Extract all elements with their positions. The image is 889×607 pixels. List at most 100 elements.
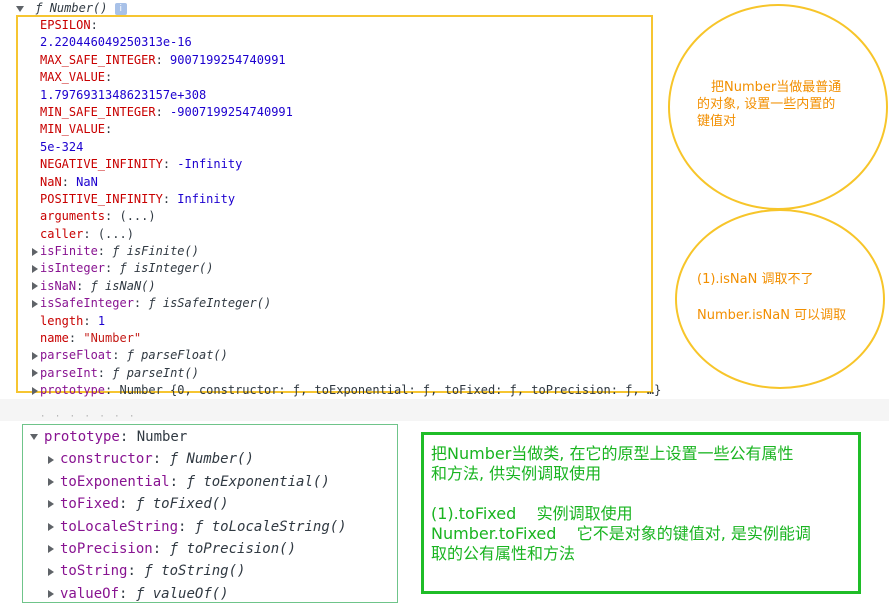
- green-note-line: [431, 484, 856, 504]
- prototype-item[interactable]: constructor: ƒ Number(): [30, 448, 347, 470]
- property-value: 2.220446049250313e-16: [40, 35, 192, 50]
- function-symbol: ƒ: [119, 261, 127, 276]
- property-value: isNaN(): [105, 278, 156, 293]
- prototype-item[interactable]: toFixed: ƒ toFixed(): [30, 493, 347, 515]
- property-row[interactable]: isSafeInteger: ƒ isSafeInteger(): [24, 295, 661, 312]
- property-value: Number {0, constructor: ƒ, toExponential…: [119, 383, 662, 398]
- property-row: arguments: (...): [24, 208, 661, 225]
- property-value: 1.7976931348623157e+308: [40, 87, 207, 102]
- annotation-line: 把Number当做最普通: [711, 80, 842, 95]
- green-note-text: 把Number当做类, 在它的原型上设置一些公有属性和方法, 供实例调取使用(1…: [431, 444, 856, 564]
- property-row: 2.220446049250313e-16: [24, 34, 661, 51]
- collapse-arrow-icon[interactable]: [16, 5, 24, 12]
- property-row: name: "Number": [24, 330, 661, 347]
- prototype-item-value: valueOf(): [152, 585, 229, 602]
- annotation-line: 的对象, 设置一些内置的: [697, 97, 836, 112]
- property-row: MIN_VALUE:: [24, 121, 661, 138]
- property-value: NaN: [76, 174, 98, 189]
- prototype-list: prototype: Number constructor: ƒ Number(…: [30, 426, 347, 605]
- function-symbol: ƒ: [186, 473, 195, 490]
- expand-arrow-icon[interactable]: [48, 477, 54, 486]
- property-key: caller: [40, 226, 84, 241]
- expand-arrow-icon[interactable]: [32, 386, 38, 395]
- property-value: parseInt(): [126, 365, 199, 380]
- function-symbol: ƒ: [90, 278, 98, 293]
- property-key: isSafeInteger: [40, 296, 134, 311]
- prototype-item-key: toLocaleString: [60, 518, 179, 535]
- property-value: Infinity: [177, 191, 236, 206]
- highlight-box-static-props: [16, 15, 653, 393]
- prototype-item[interactable]: toExponential: ƒ toExponential(): [30, 471, 347, 493]
- property-key: prototype: [40, 383, 106, 398]
- expand-arrow-icon[interactable]: [32, 247, 38, 256]
- prototype-header-row[interactable]: prototype: Number: [30, 426, 347, 448]
- faint-console-dots: · · · · · · ·: [40, 412, 137, 422]
- prototype-item[interactable]: toLocaleString: ƒ toLocaleString(): [30, 516, 347, 538]
- property-value: parseFloat(): [141, 348, 228, 363]
- property-row: NEGATIVE_INFINITY: -Infinity: [24, 156, 661, 173]
- expand-arrow-icon[interactable]: [48, 567, 54, 576]
- property-key: isFinite: [40, 244, 98, 259]
- property-row[interactable]: parseFloat: ƒ parseFloat(): [24, 347, 661, 364]
- console-object-header[interactable]: ƒ Number() i: [16, 0, 127, 16]
- prototype-item[interactable]: valueOf: ƒ valueOf(): [30, 583, 347, 605]
- expand-arrow-icon[interactable]: [32, 264, 38, 273]
- property-key: NEGATIVE_INFINITY: [40, 157, 163, 172]
- property-value: isInteger(): [133, 261, 214, 276]
- expand-arrow-icon[interactable]: [32, 282, 38, 291]
- annotation-line: 键值对: [697, 114, 737, 129]
- green-note-box: [421, 432, 861, 594]
- property-key: isInteger: [40, 261, 106, 276]
- function-symbol: ƒ: [112, 244, 120, 259]
- prototype-item[interactable]: toString: ƒ toString(): [30, 560, 347, 582]
- expand-arrow-icon[interactable]: [48, 589, 54, 598]
- function-symbol: ƒ: [148, 296, 156, 311]
- property-key: MIN_VALUE: [40, 122, 106, 137]
- function-symbol: ƒ: [135, 585, 145, 602]
- expand-arrow-icon[interactable]: [32, 299, 38, 308]
- prototype-item-key: toString: [60, 563, 128, 580]
- prototype-item-value: toExponential(): [203, 473, 330, 490]
- property-row: EPSILON:: [24, 17, 661, 34]
- function-symbol: ƒ: [194, 518, 204, 535]
- info-icon[interactable]: i: [114, 2, 127, 15]
- property-row[interactable]: isNaN: ƒ isNaN(): [24, 278, 661, 295]
- property-key: MIN_SAFE_INTEGER: [40, 104, 156, 119]
- property-row[interactable]: prototype: Number {0, constructor: ƒ, to…: [24, 382, 661, 399]
- property-key: length: [40, 313, 84, 328]
- green-note-line: 取的公有属性和方法: [431, 544, 576, 563]
- expand-arrow-icon[interactable]: [48, 455, 54, 464]
- green-note-line: 把Number当做类, 在它的原型上设置一些公有属性: [431, 444, 794, 463]
- property-value: (...): [119, 209, 156, 224]
- function-symbol: ƒ: [169, 540, 179, 557]
- faint-console-row: [0, 399, 889, 421]
- property-row[interactable]: isFinite: ƒ isFinite(): [24, 243, 661, 260]
- prototype-item-value: toFixed(): [152, 496, 229, 513]
- property-row: 1.7976931348623157e+308: [24, 87, 661, 104]
- property-row[interactable]: parseInt: ƒ parseInt(): [24, 365, 661, 382]
- object-title: Number(): [49, 1, 108, 15]
- prototype-item-value: toPrecision(): [186, 540, 297, 557]
- expand-arrow-icon[interactable]: [48, 545, 54, 554]
- collapse-arrow-icon[interactable]: [30, 434, 38, 441]
- expand-arrow-icon[interactable]: [48, 522, 54, 531]
- prototype-item-key: toExponential: [60, 473, 170, 490]
- expand-arrow-icon[interactable]: [48, 500, 54, 509]
- property-value: (...): [97, 226, 134, 241]
- property-value: 1: [97, 313, 106, 328]
- property-row: MAX_SAFE_INTEGER: 9007199254740991: [24, 52, 661, 69]
- property-row[interactable]: isInteger: ƒ isInteger(): [24, 260, 661, 277]
- prototype-item-value: toLocaleString(): [211, 518, 347, 535]
- property-value: 5e-324: [40, 139, 84, 154]
- property-value: "Number": [83, 331, 142, 346]
- prototype-item[interactable]: toPrecision: ƒ toPrecision(): [30, 538, 347, 560]
- property-row: caller: (...): [24, 226, 661, 243]
- expand-arrow-icon[interactable]: [32, 351, 38, 360]
- expand-arrow-icon[interactable]: [32, 369, 38, 378]
- property-key: name: [40, 331, 69, 346]
- prototype-item-key: valueOf: [60, 585, 120, 602]
- function-symbol: ƒ: [144, 563, 153, 580]
- function-symbol: ƒ: [35, 1, 43, 15]
- property-value: -9007199254740991: [170, 104, 293, 119]
